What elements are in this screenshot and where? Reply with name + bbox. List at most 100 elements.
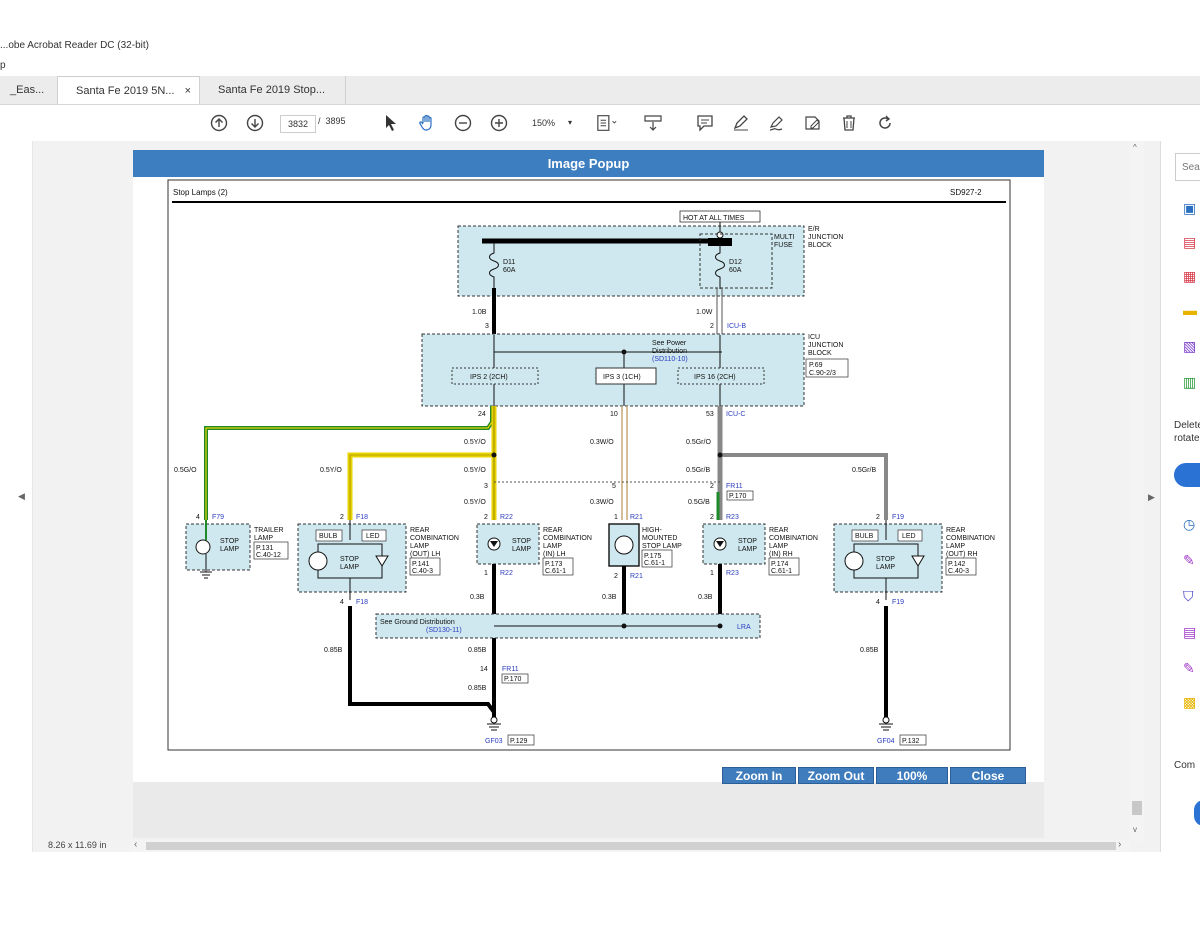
r23-label: R23 (726, 514, 739, 521)
zoom-100-button[interactable]: 100% (876, 767, 948, 784)
sign-icon[interactable]: ✎ (1183, 552, 1195, 568)
wire-05gb-label: 0.5G/B (688, 499, 710, 506)
rear-out-rh-label-2: COMBINATION (946, 535, 995, 542)
send-track-icon[interactable]: ◷ (1183, 516, 1196, 532)
hmsl-ref-page: P.175 (644, 553, 661, 560)
rear-out-lh-ref-page: P.141 (412, 561, 429, 568)
tab-santa-fe-stop[interactable]: Santa Fe 2019 Stop... (200, 76, 346, 104)
p170-low-label: P.170 (504, 676, 521, 683)
r21-low-label: R21 (630, 573, 643, 580)
rear-in-lh-ref-connector: C.61-1 (545, 568, 566, 575)
zoom-level-select[interactable]: 150% ▾ (522, 115, 578, 131)
p132-label: P.132 (902, 738, 919, 745)
prepare-form-icon[interactable]: ▤ (1183, 624, 1197, 640)
icu-ref-page: P.69 (809, 362, 823, 369)
scroll-thumb[interactable] (1132, 801, 1142, 815)
page-number-input[interactable]: 3832 (280, 115, 316, 133)
tab-label: Santa Fe 2019 Stop... (218, 84, 326, 96)
menu-bar[interactable]: p (0, 60, 6, 71)
pin-r22-low: 1 (484, 570, 488, 577)
zoom-out-button[interactable]: Zoom Out (798, 767, 874, 784)
rotate-icon[interactable] (874, 112, 896, 134)
fr11-low-label: FR11 (502, 666, 519, 673)
highlight-pen-icon[interactable] (730, 112, 752, 134)
pin-3-label: 3 (485, 323, 489, 330)
window-title: ...obe Acrobat Reader DC (32-bit) (0, 40, 149, 51)
rh-led-label: LED (902, 533, 916, 540)
pin-53-label: 53 (706, 411, 714, 418)
pin-3b-label: 3 (484, 483, 488, 490)
draw-freehand-icon[interactable] (766, 112, 788, 134)
wire-085b-lh-label: 0.85B (324, 647, 343, 654)
rear-out-lh-label-4: (OUT) LH (410, 551, 440, 558)
horizontal-scrollbar[interactable]: ‹ › (130, 839, 1130, 852)
rear-in-lh-label-1: REAR (543, 527, 562, 534)
in-rh-stop-label-2: LAMP (738, 546, 757, 553)
pin-24-label: 24 (478, 411, 486, 418)
scroll-mode-icon[interactable] (642, 112, 664, 134)
tab-eas[interactable]: _Eas... (0, 76, 58, 104)
gf04-label: GF04 (877, 738, 895, 745)
edit-pdf-icon[interactable]: ▦ (1183, 268, 1197, 284)
scroll-thumb[interactable] (146, 842, 1116, 850)
hmsl-ref-connector: C.61-1 (644, 560, 665, 567)
multi-fuse-label-2: FUSE (774, 242, 793, 249)
scroll-right-icon[interactable]: › (1118, 839, 1122, 850)
combine-files-icon[interactable]: ▧ (1183, 338, 1197, 354)
scroll-up-icon[interactable]: ^ (1133, 143, 1137, 152)
pin-2-label: 2 (710, 323, 714, 330)
trash-icon[interactable] (838, 112, 860, 134)
ips16-label: IPS 16 (2CH) (694, 374, 736, 381)
pin-r21-num: 1 (614, 514, 618, 521)
scroll-left-icon[interactable]: ‹ (134, 839, 138, 850)
pin-r22-num: 2 (484, 514, 488, 521)
icu-block-label-3: BLOCK (808, 350, 832, 357)
zoom-in-button[interactable]: Zoom In (722, 767, 796, 784)
hot-at-all-times-label: HOT AT ALL TIMES (683, 215, 745, 222)
scroll-down-icon[interactable]: v (1133, 825, 1137, 834)
see-ground-label-1: See Ground Distribution (380, 619, 455, 626)
comment-tool-icon[interactable]: ▬ (1183, 302, 1197, 318)
next-page-icon[interactable] (244, 112, 266, 134)
previous-page-icon[interactable] (208, 112, 230, 134)
rear-out-rh-label-4: (OUT) RH (946, 551, 978, 558)
tab-santa-fe-5n[interactable]: Santa Fe 2019 5N... × (58, 76, 200, 104)
rear-out-lh-ref-connector: C.40-3 (412, 568, 433, 575)
tools-search-input[interactable]: Sea (1175, 153, 1200, 181)
rear-in-lh-label-4: (IN) LH (543, 551, 566, 558)
zoom-out-icon[interactable] (452, 112, 474, 134)
more-tools-icon[interactable]: ▩ (1183, 694, 1197, 710)
page-fit-icon[interactable] (596, 112, 618, 134)
wire-085b-lower-label: 0.85B (468, 685, 487, 692)
page-total-value: 3895 (325, 116, 346, 126)
pin-r23-num: 2 (710, 514, 714, 521)
select-cursor-icon[interactable] (380, 112, 402, 134)
trailer-label-1: TRAILER (254, 527, 284, 534)
fill-sign-tool-icon[interactable]: ✎ (1183, 660, 1195, 676)
tools-action-button[interactable] (1174, 463, 1200, 487)
wire-05gro-label: 0.5Gr/O (686, 439, 711, 446)
wire-05grb-right-label: 0.5Gr/B (852, 467, 876, 474)
popup-footer (133, 782, 1044, 838)
ips3-label: IPS 3 (1CH) (603, 374, 641, 381)
protect-icon[interactable]: ⛉ (1183, 588, 1194, 604)
expand-left-panel-icon[interactable]: ◀ (18, 491, 25, 501)
export-pdf-icon[interactable]: ▣ (1183, 200, 1197, 216)
wire-03b-lh-label: 0.3B (470, 594, 485, 601)
wire-05yo-left-label: 0.5Y/O (320, 467, 342, 474)
comment-icon[interactable] (694, 112, 716, 134)
hand-tool-icon[interactable] (416, 112, 438, 134)
vertical-scrollbar[interactable]: ^ v (1130, 141, 1144, 841)
tab-close-button[interactable]: × (184, 85, 191, 97)
collapse-right-panel-icon[interactable]: ▶ (1148, 492, 1155, 502)
close-button[interactable]: Close (950, 767, 1026, 784)
organize-pages-icon[interactable]: ▥ (1183, 374, 1197, 390)
create-pdf-icon[interactable]: ▤ (1183, 234, 1197, 250)
help-button[interactable] (1194, 800, 1200, 826)
rh-stop-label-2: LAMP (876, 564, 895, 571)
rear-in-rh-label-3: LAMP (769, 543, 788, 550)
zoom-in-icon[interactable] (488, 112, 510, 134)
fill-sign-icon[interactable] (802, 112, 824, 134)
rear-out-lh-label-3: LAMP (410, 543, 429, 550)
rear-out-rh-label-3: LAMP (946, 543, 965, 550)
